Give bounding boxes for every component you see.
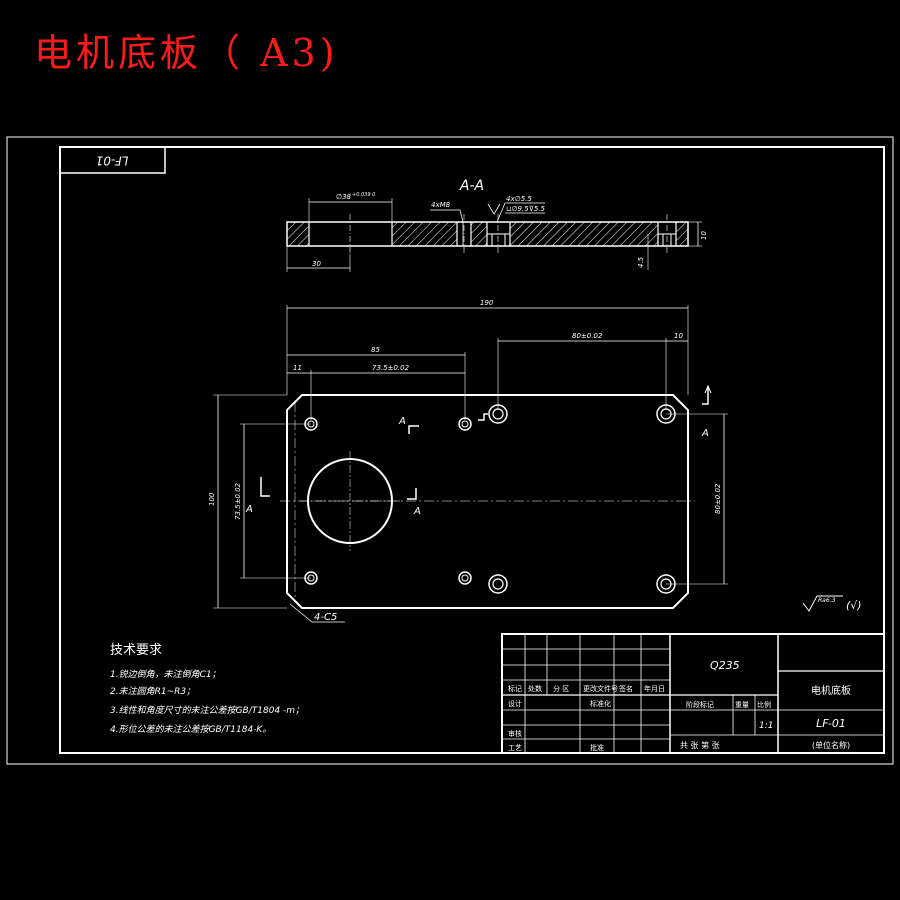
dim-85: 85: [371, 346, 380, 354]
note-3: 3.线性和角度尺寸的未注公差按GB/T1804 -m；: [110, 705, 304, 716]
th-zone: 分 区: [553, 684, 569, 693]
cut-label-top: A: [398, 416, 406, 427]
surface-roughness-symbol: Ra6.3 (√): [802, 595, 862, 612]
material-value: Q235: [710, 659, 740, 672]
dim-190: 190: [480, 299, 494, 307]
th-count: 处数: [528, 684, 542, 693]
dim-80-h: 80±0.02: [572, 332, 603, 340]
roughness-value: Ra6.3: [818, 597, 836, 604]
tap-label: 4xM8: [431, 201, 451, 209]
tapped-hole: [304, 417, 472, 585]
th-scale: 比例: [757, 700, 771, 709]
th-sign: 签名: [619, 684, 633, 693]
notes-heading: 技术要求: [110, 643, 162, 658]
section-label: A-A: [459, 178, 484, 194]
counterbored-hole: [488, 404, 676, 594]
cut-label-left: A: [245, 504, 253, 515]
plan-view: 190 85 11 73.5±0.02 80±0.02 10 100 73.5±…: [208, 299, 728, 623]
part-name: 电机底板: [811, 684, 851, 697]
tr-approve: 批准: [590, 743, 604, 752]
tr-design: 设计: [508, 699, 522, 708]
cut-label-center: A: [413, 506, 421, 517]
dim-bore-tolerance: +0.039 0: [352, 192, 375, 198]
th-stage: 阶段标记: [686, 700, 714, 709]
chamfer-label: 4-C5: [314, 612, 337, 623]
tr-process: 工艺: [508, 744, 522, 752]
org-name: (单位名称): [812, 740, 850, 750]
section-hatch-end: [676, 222, 688, 246]
dim-100: 100: [208, 492, 216, 506]
th-date: 年月日: [644, 684, 665, 693]
cbore-label-2: ⊔∅9.5⊽5.5: [506, 205, 545, 213]
th-doc: 更改文件号: [583, 684, 618, 693]
scale-value: 1:1: [759, 721, 773, 731]
roughness-rest: (√): [846, 599, 862, 612]
dim-11: 11: [293, 364, 302, 372]
section-view-aa: A-A ∅38 +0.039 0 4xM8: [286, 178, 708, 272]
page-title: 电机底板（ A3): [34, 31, 339, 75]
dim-bore-diameter: ∅38: [336, 193, 352, 201]
dim-depth-45: 4.5: [637, 256, 645, 268]
drawing-number-rotated: LF-01: [96, 154, 129, 168]
part-code: LF-01: [816, 717, 846, 730]
dim-10-h: 10: [674, 332, 683, 340]
section-hatch-left: [287, 222, 309, 246]
note-2: 2.未注圆角R1~R3；: [110, 686, 195, 697]
title-block: 标记 处数 分 区 更改文件号 签名 年月日 设计 标准化 审核 工艺 批准 Q…: [501, 633, 885, 754]
section-cut-markers: [260, 384, 712, 500]
plate-outline: [286, 394, 689, 609]
cbore-label-1: 4x∅5.5: [506, 195, 532, 203]
dim-73-5: 73.5±0.02: [372, 364, 410, 372]
tr-check: 审核: [508, 729, 522, 738]
dim-80-v: 80±0.02: [714, 483, 722, 514]
dim-73-5-v: 73.5±0.02: [234, 482, 242, 520]
section-hatch-main: [392, 222, 457, 246]
sheet-outer-border: [6, 136, 894, 765]
th-mark: 标记: [508, 684, 522, 693]
dim-30: 30: [312, 260, 321, 268]
cut-label-right: A: [701, 428, 709, 439]
section-hatch-right: [510, 222, 658, 246]
drawing-number-box: [59, 146, 166, 174]
note-1: 1.锐边倒角，未注倒角C1；: [110, 669, 221, 680]
sheets-label: 共 张 第 张: [680, 740, 720, 750]
section-hatch-mid: [471, 222, 487, 246]
note-4: 4.形位公差的未注公差按GB/T1184-K。: [110, 724, 271, 735]
sheet-inner-frame: [59, 146, 885, 754]
tr-std: 标准化: [590, 699, 611, 708]
dim-thickness-10: 10: [700, 231, 708, 240]
technical-requirements: 技术要求 1.锐边倒角，未注倒角C1； 2.未注圆角R1~R3； 3.线性和角度…: [110, 643, 304, 735]
th-weight: 重量: [735, 701, 749, 709]
